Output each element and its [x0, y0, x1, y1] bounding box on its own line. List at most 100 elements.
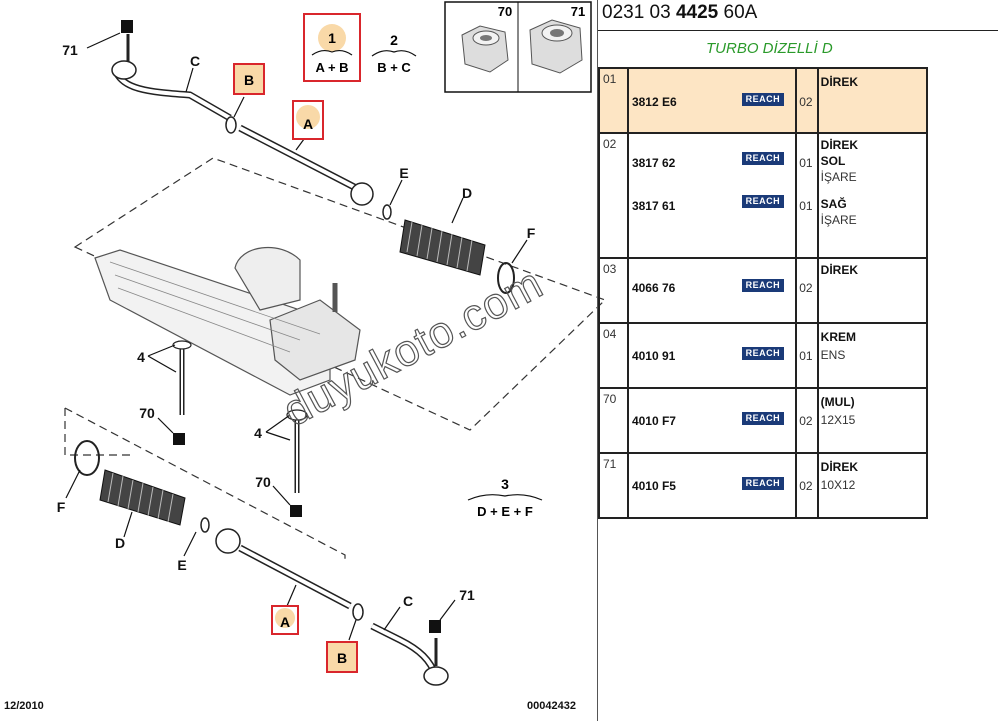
- part-ref[interactable]: 4010 F5: [631, 479, 676, 493]
- row-number: 02: [598, 132, 629, 259]
- desc-cell: DİREK: [816, 67, 929, 134]
- exploded-view-drawing: B A A B 1 A + B 71 C E D F 4 70 4 70 F D…: [57, 1, 607, 686]
- parts-row-04[interactable]: 04 4010 91 REACH 01 KREM ENS: [598, 322, 929, 389]
- desc-cell: DİREK: [816, 257, 929, 324]
- part-71-marker: [121, 20, 133, 33]
- formula-box-1[interactable]: 1 A + B: [303, 13, 361, 82]
- label-d-upper: D: [462, 185, 472, 201]
- parts-table: 01 3812 E6 REACH 02 DİREK 02 3817 62 REA…: [598, 67, 929, 519]
- svg-text:70: 70: [498, 4, 512, 19]
- ref-cell: 4010 F5 REACH: [626, 452, 798, 519]
- desc-text: 10X12: [820, 478, 856, 492]
- qty-cell: 02: [795, 257, 819, 324]
- desc-cell: DİREK SOL İŞARE SAĞ İŞARE: [816, 132, 929, 259]
- reach-badge: REACH: [741, 279, 784, 292]
- label-70-left: 70: [139, 405, 155, 421]
- desc-text: SAĞ: [820, 197, 847, 211]
- label-c-lower: C: [403, 593, 413, 609]
- label-box-a-upper: A: [292, 100, 324, 140]
- part-ref[interactable]: 3812 E6: [631, 95, 677, 109]
- label-d-lower: D: [115, 535, 125, 551]
- parts-row-01[interactable]: 01 3812 E6 REACH 02 DİREK: [598, 67, 929, 134]
- parts-list-panel: 0231 03 4425 60A TURBO DİZELLİ D 01 3812…: [598, 0, 998, 721]
- steering-rack-icon: [94, 246, 361, 396]
- qty-value: 02: [799, 281, 813, 295]
- part-ref[interactable]: 4066 76: [631, 281, 676, 295]
- formula-2[interactable]: 2 B + C: [371, 32, 417, 75]
- svg-text:3: 3: [501, 476, 509, 492]
- qty-cell: 01: [795, 322, 819, 389]
- parts-row-71[interactable]: 71 4010 F5 REACH 02 DİREK 10X12: [598, 452, 929, 519]
- header-prefix: 0231 03: [602, 2, 671, 23]
- desc-cell: KREM ENS: [816, 322, 929, 389]
- svg-text:B + C: B + C: [377, 60, 411, 75]
- label-4-left: 4: [137, 349, 145, 365]
- row-number: 70: [598, 387, 629, 454]
- qty-value: 02: [799, 95, 813, 109]
- desc-text: İŞARE: [820, 170, 857, 184]
- header-suffix: 60A: [723, 2, 758, 23]
- qty-value: 01: [799, 156, 813, 170]
- label-c-upper: C: [190, 53, 200, 69]
- svg-text:B: B: [244, 72, 254, 88]
- part-ref[interactable]: 3817 62: [631, 156, 676, 170]
- formula-3[interactable]: 3 D + E + F: [467, 476, 543, 519]
- reach-badge: REACH: [741, 93, 784, 106]
- row-number: 03: [598, 257, 629, 324]
- desc-text: KREM: [820, 330, 856, 344]
- desc-text: DİREK: [820, 263, 858, 277]
- label-box-b-upper: B: [233, 63, 265, 95]
- part-ref[interactable]: 4010 91: [631, 349, 676, 363]
- svg-text:1: 1: [328, 30, 336, 46]
- part-ref[interactable]: 3817 61: [631, 199, 676, 213]
- label-f-lower: F: [57, 499, 66, 515]
- qty-value: 01: [799, 199, 813, 213]
- desc-text: DİREK: [820, 75, 858, 89]
- label-f-upper: F: [527, 225, 536, 241]
- nut-inset[interactable]: 70 71: [444, 1, 592, 93]
- desc-cell: (MUL) 12X15: [816, 387, 929, 454]
- reference-header: 0231 03 4425 60A: [602, 2, 757, 24]
- label-box-a-lower: A: [271, 605, 299, 635]
- desc-text: DİREK: [820, 460, 858, 474]
- desc-text: ENS: [820, 348, 846, 362]
- row-number: 71: [598, 452, 629, 519]
- qty-cell: 02: [795, 67, 819, 134]
- parts-row-03[interactable]: 03 4066 76 REACH 02 DİREK: [598, 257, 929, 324]
- qty-cell: 01 01: [795, 132, 819, 259]
- desc-text: (MUL): [820, 395, 855, 409]
- row-number: 04: [598, 322, 629, 389]
- qty-value: 02: [799, 479, 813, 493]
- desc-cell: DİREK 10X12: [816, 452, 929, 519]
- svg-text:A + B: A + B: [315, 60, 348, 75]
- desc-text: DİREK: [820, 138, 858, 152]
- label-71-lower: 71: [459, 587, 475, 603]
- engine-subheader: TURBO DİZELLİ D: [598, 30, 998, 66]
- parts-diagram: B A A B 1 A + B 71 C E D F 4 70 4 70 F D…: [4, 1, 607, 712]
- label-e-upper: E: [399, 165, 408, 181]
- reach-badge: REACH: [741, 152, 784, 165]
- parts-row-70[interactable]: 70 4010 F7 REACH 02 (MUL) 12X15: [598, 387, 929, 454]
- reach-badge: REACH: [741, 195, 784, 208]
- svg-text:B: B: [337, 650, 347, 666]
- qty-value: 01: [799, 349, 813, 363]
- boot-upper-icon: [399, 219, 486, 276]
- qty-value: 02: [799, 414, 813, 428]
- desc-text: SOL: [820, 154, 846, 168]
- qty-cell: 02: [795, 387, 819, 454]
- reach-badge: REACH: [741, 477, 784, 490]
- panel-divider: [597, 0, 598, 721]
- ref-cell: 3812 E6 REACH: [626, 67, 798, 134]
- label-e-lower: E: [177, 557, 186, 573]
- label-70-center: 70: [255, 474, 271, 490]
- desc-text: İŞARE: [820, 213, 857, 227]
- part-ref[interactable]: 4010 F7: [631, 414, 676, 428]
- boot-lower-icon: [99, 469, 186, 526]
- label-71-upper: 71: [62, 42, 78, 58]
- footer-date: 12/2010: [4, 700, 44, 712]
- footer-code: 00042432: [527, 700, 576, 712]
- reach-badge: REACH: [741, 347, 784, 360]
- parts-row-02[interactable]: 02 3817 62 REACH 3817 61 REACH 01 01 DİR…: [598, 132, 929, 259]
- svg-text:A: A: [280, 614, 290, 630]
- ref-cell: 4066 76 REACH: [626, 257, 798, 324]
